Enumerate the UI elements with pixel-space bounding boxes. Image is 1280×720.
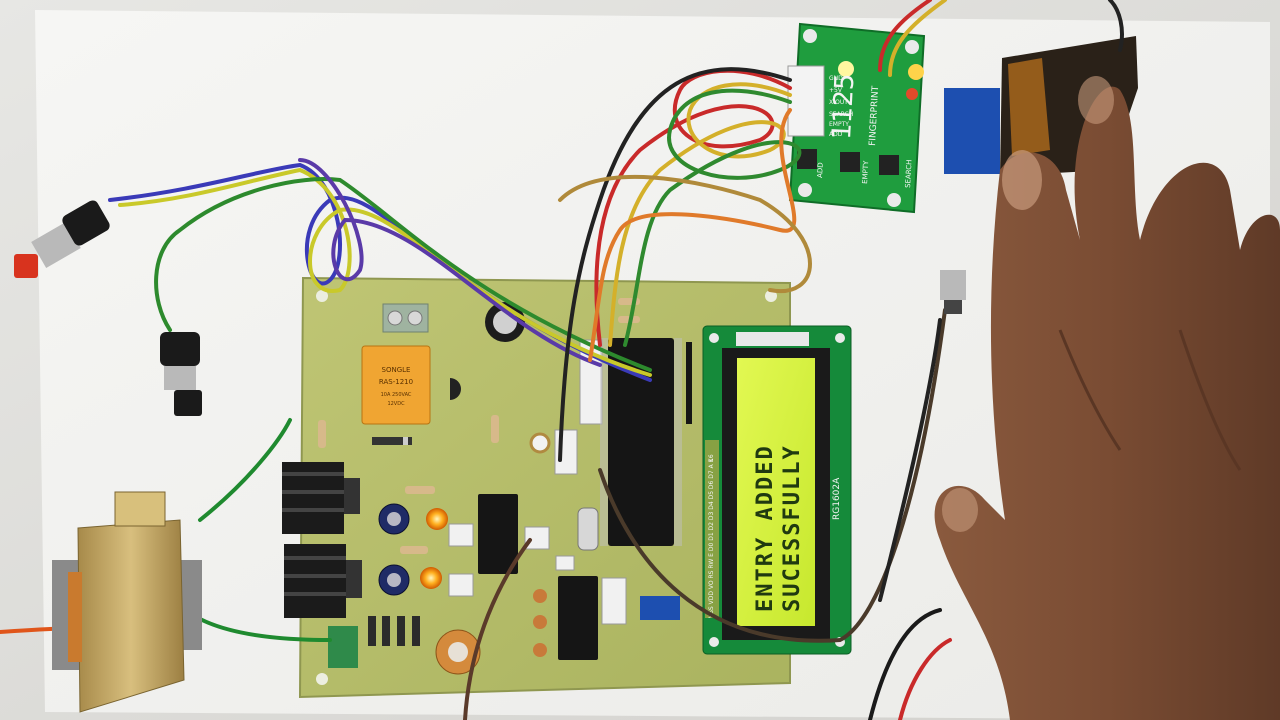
heat-sink-1 (282, 462, 360, 534)
led-2 (420, 567, 442, 589)
push-button-right (940, 270, 966, 314)
header-pins (686, 342, 692, 424)
ic-chip-1 (478, 494, 518, 574)
bottom-resistors (533, 589, 547, 657)
relay-brand: SONGLE (382, 366, 411, 374)
diode (372, 437, 412, 445)
potentiometer (640, 596, 680, 620)
crystal (577, 507, 599, 551)
push-button-bottom (160, 332, 202, 416)
module-number: 1125 (827, 73, 860, 141)
svg-text:X-OUT: X-OUT (829, 99, 848, 106)
wires (0, 0, 1124, 720)
transistor (450, 378, 461, 400)
svg-text:GND: GND (829, 75, 843, 82)
bottom-diodes (368, 616, 420, 646)
lcd-pin-labels: VSS VDD VO RS RW E D0 D1 D2 D3 D4 D5 D6 … (708, 457, 715, 618)
module-button-empty: EMPTY (861, 160, 870, 184)
svg-text:SEARCH: SEARCH (829, 111, 853, 118)
lcd-pin-16: 16 (708, 454, 715, 462)
ic-chip-2 (558, 576, 598, 660)
svg-text:EMPTY: EMPTY (829, 121, 849, 128)
lcd-screen (737, 358, 815, 626)
module-title: FINGERPRINT (868, 85, 881, 146)
lcd-model-label: RG1602A (832, 477, 842, 520)
terminal-block (382, 303, 429, 333)
relay-spec-1: 10A 250VAC (381, 392, 412, 398)
relay: SONGLE RAS-1210 10A 250VAC 12VDC (361, 345, 431, 425)
led-3 (529, 432, 551, 454)
module-button-search: SEARCH (904, 159, 913, 188)
module-button-add: ADD (816, 162, 825, 178)
relay-spec-2: 12VDC (387, 401, 405, 407)
led-1 (426, 508, 448, 530)
push-button-top (14, 200, 110, 278)
microcontroller (600, 338, 682, 546)
relay-model: RAS-1210 (379, 378, 413, 386)
power-terminal (328, 626, 358, 668)
hand (934, 76, 1280, 720)
heat-sink-2 (284, 544, 362, 618)
lcd-line-1: ENTRY ADDED (753, 444, 778, 612)
transformer (52, 491, 202, 713)
lcd-line-2: SUCESSFULLY (780, 444, 805, 612)
svg-text:ADD: ADD (829, 131, 843, 138)
module-pin-labels: GND +5V X-OUT SEARCH EMPTY ADD (829, 75, 853, 138)
svg-text:+5V: +5V (829, 87, 843, 94)
capacitors (378, 302, 525, 675)
lcd-module (702, 325, 852, 655)
